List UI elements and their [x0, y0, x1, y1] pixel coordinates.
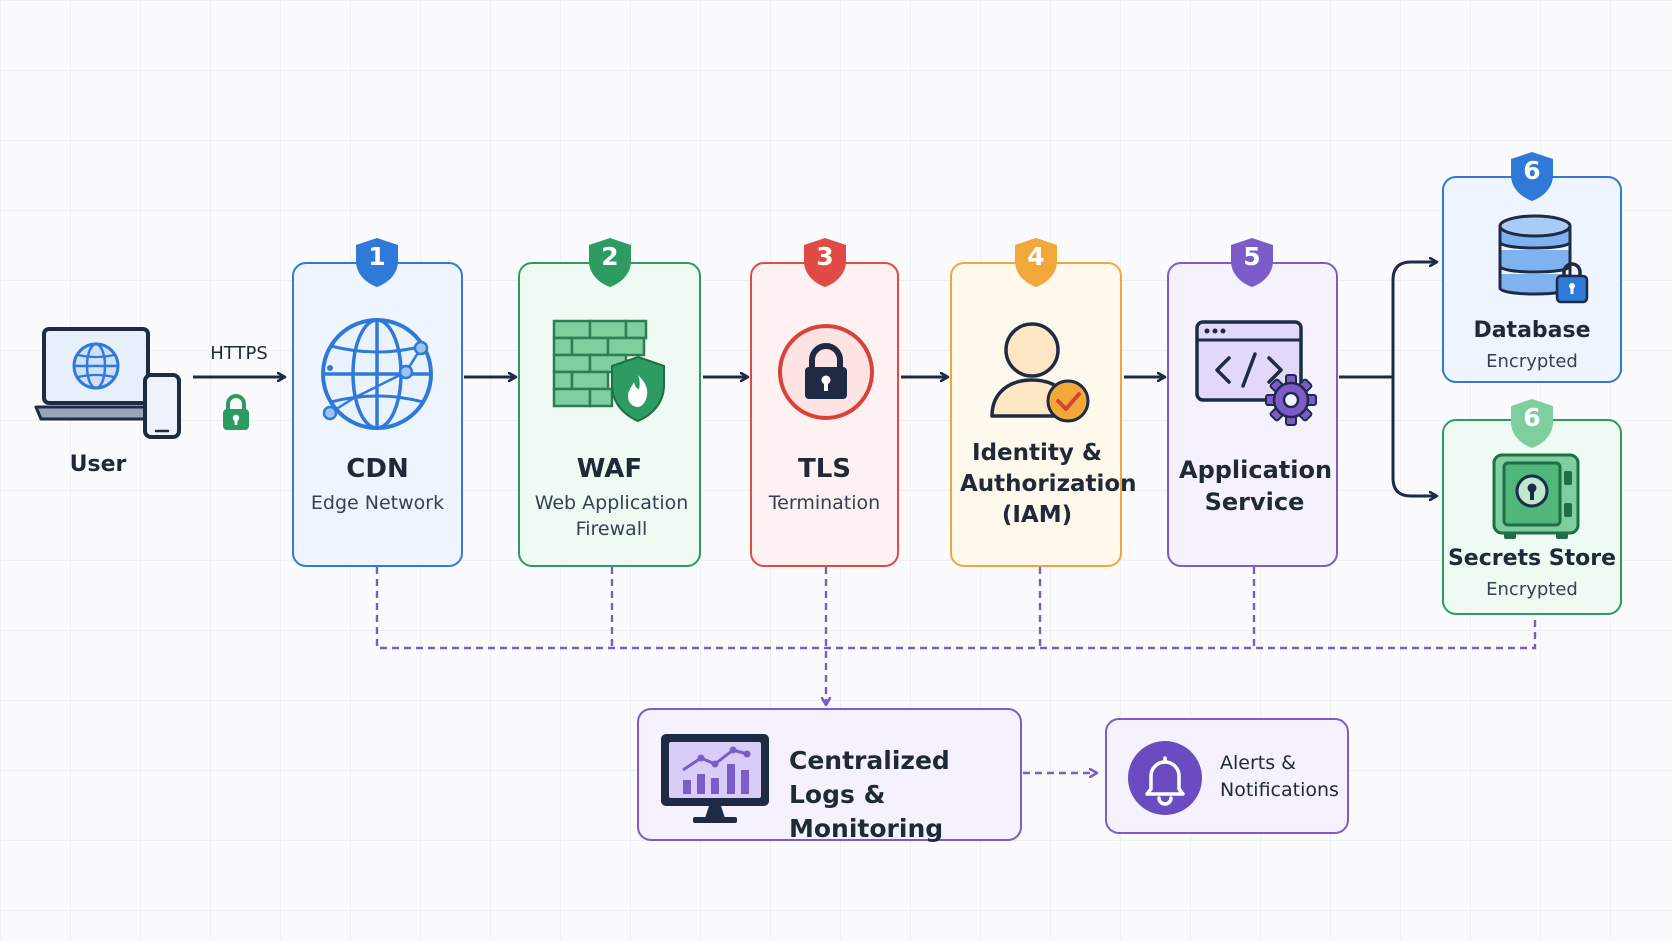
firewall-icon	[550, 319, 670, 429]
padlock-icon	[776, 322, 876, 422]
flow-arrows	[193, 262, 1437, 496]
logging-lines	[375, 567, 1537, 773]
database-card[interactable]: Database Encrypted	[1442, 176, 1622, 383]
secrets-store-title: Secrets Store	[1447, 546, 1617, 571]
user-check-icon	[986, 316, 1096, 426]
iam-title: Identity & Authorization (IAM)	[960, 440, 1137, 528]
laptop-and-phone-icon	[34, 325, 184, 440]
step-badge-1: 1	[353, 236, 401, 288]
step-badge-5: 5	[1228, 236, 1276, 288]
waf-card[interactable]: WAF Web Application Firewall	[518, 262, 701, 567]
step-number: 6	[1523, 156, 1541, 185]
monitor-chart-icon	[657, 730, 773, 826]
step-number: 4	[1027, 242, 1045, 271]
step-number: 3	[816, 242, 834, 271]
user-label: User	[69, 452, 127, 477]
step-badge-6-database: 6	[1508, 150, 1556, 202]
secrets-store-card[interactable]: Secrets Store Encrypted	[1442, 419, 1622, 615]
step-number: 1	[368, 242, 386, 271]
application-service-title: Application Service	[1179, 456, 1333, 516]
application-service-card[interactable]: Application Service	[1167, 262, 1338, 567]
step-number: 2	[601, 242, 619, 271]
arrow-app-secrets	[1391, 377, 1437, 496]
alerts-card[interactable]: Alerts & Notifications	[1105, 718, 1349, 834]
waf-subtitle: Web Application Firewall	[534, 492, 689, 540]
step-badge-6-secrets: 6	[1508, 397, 1556, 449]
https-label: HTTPS	[210, 343, 268, 364]
database-title: Database	[1473, 318, 1591, 343]
step-badge-2: 2	[586, 236, 634, 288]
logs-monitoring-card[interactable]: Centralized Logs & Monitoring	[637, 708, 1022, 843]
step-badge-4: 4	[1012, 236, 1060, 288]
cdn-card[interactable]: CDN Edge Network	[292, 262, 463, 567]
bell-icon	[1127, 740, 1203, 816]
step-number: 6	[1523, 403, 1541, 432]
database-lock-icon	[1494, 212, 1594, 308]
tls-subtitle: Termination	[768, 492, 881, 514]
safe-icon	[1486, 451, 1586, 541]
secrets-store-subtitle: Encrypted	[1486, 579, 1578, 600]
cdn-subtitle: Edge Network	[310, 492, 445, 514]
globe-icon	[314, 312, 444, 437]
alerts-title: Alerts & Notifications	[1220, 752, 1339, 801]
waf-title: WAF	[576, 454, 643, 484]
tls-card[interactable]: TLS Termination	[750, 262, 899, 567]
cdn-title: CDN	[346, 454, 409, 484]
database-subtitle: Encrypted	[1486, 351, 1578, 372]
lock-icon	[220, 393, 252, 431]
arrow-app-database	[1391, 262, 1437, 377]
logs-monitoring-title: Centralized Logs & Monitoring	[789, 746, 950, 843]
step-badge-3: 3	[801, 236, 849, 288]
step-number: 5	[1243, 242, 1261, 271]
code-gear-icon	[1193, 318, 1323, 428]
tls-title: TLS	[797, 454, 852, 484]
iam-card[interactable]: Identity & Authorization (IAM)	[950, 262, 1137, 567]
